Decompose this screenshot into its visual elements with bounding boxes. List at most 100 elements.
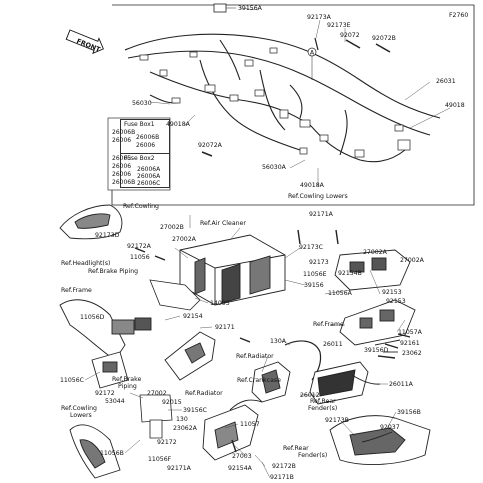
part-number-label: 39156 [304,282,324,289]
air-cleaner-assembly [179,234,286,306]
part-number-label: Fender(s) [298,452,328,459]
part-number-label: 92072 [340,32,360,39]
part-number-label: 11056 [130,254,150,261]
part-number-label: 130A [270,338,287,345]
part-number-label: 53044 [105,398,125,405]
right-relay-assembly [334,249,411,291]
fuse-box-1-title: Fuse Box1 [124,121,155,128]
part-number-label: 27002B [160,224,184,231]
battery-26012 [309,361,369,405]
reference-label: Ref.Cowling [61,405,97,412]
reference-label: Ref.Radiator [236,353,274,360]
part-number-label: 23062A [173,425,197,432]
part-number-label: 26012 [300,392,320,399]
left-frame-part [59,299,152,361]
part-number-label: 92171A [167,465,191,472]
part-number-label: 92037 [380,424,400,431]
part-number-label: 92153 [382,289,402,296]
rear-fender-part [329,415,431,466]
top-connector [213,3,227,13]
part-number-label: 11056C [60,377,85,384]
part-number-label: 92173C [299,244,324,251]
reference-label: Ref.Crankcase [237,377,281,384]
part-number-label: 92171A [309,211,333,218]
bracket-14093 [149,279,201,311]
fuse-box-1-line: 26006 [136,142,156,149]
part-number-label: 11057A [398,329,422,336]
leader-lines [149,7,451,228]
part-number-label: 92172A [127,243,151,250]
part-number-label: 92161 [400,340,420,347]
part-number-label: Lowers [70,412,92,419]
radiator-bracket [202,404,259,461]
reference-label: Ref.Rear [283,445,309,452]
part-number-label: 49018A [166,121,190,128]
reference-label: Ref.Radiator [185,390,223,397]
part-number-label: 11056A [328,290,352,297]
part-number-label: 92015 [162,399,182,406]
small-clamp [139,394,173,439]
part-number-label: 23062 [402,350,422,357]
lower-bolts [134,229,411,453]
upper-cowling-part [59,204,123,240]
part-number-label: Fender(s) [308,405,338,412]
part-number-label: 92153 [386,298,406,305]
part-number-label: 92172 [95,390,115,397]
fuse-box-1-line: 26006B [112,129,136,136]
part-number-label: 11056B [100,450,124,457]
fuse-box-2-line: 26006A [137,173,161,180]
part-number-label: 11056D [80,314,105,321]
part-number-label: 92072B [372,35,396,42]
part-number-label: 56030A [262,164,286,171]
part-number-label: 92154A [228,465,252,472]
part-number-label: 92154B [338,270,362,277]
part-number-label: 14093 [210,300,230,307]
reference-label: Ref.Headlight(s) [61,260,111,267]
part-number-label: 11057 [240,421,260,428]
part-number-label: 27002A [400,257,424,264]
part-number-label: 49018A [300,182,324,189]
reference-label: Ref.Cowling Lowers [288,193,348,200]
reference-label: Ref.Frame [61,287,92,294]
middle-bracket [164,331,216,381]
part-number-label: 39156D [364,347,389,354]
fuse-box-2-line: 26006 [112,163,132,170]
lower-wires [229,339,401,443]
part-number-label: 92173B [325,417,349,424]
right-lower-assembly [339,299,416,346]
reference-label: Ref.Air Cleaner [200,220,246,227]
part-number-label: 11056E [303,271,327,278]
part-number-label: 92171B [270,474,294,481]
part-number-label: 92172 [157,439,177,446]
svg-text:A: A [310,50,315,57]
fuse-box-2-line: 26006B [112,179,136,186]
fuse-box-1-line: 26006 [112,137,132,144]
fuse-box-2-line: 26006 [112,171,132,178]
part-number-label: 39156C [183,407,208,414]
reference-label: Ref.Brake Piping [88,268,139,275]
crankcase-sensor [251,361,291,403]
left-lower-bracket [91,351,129,389]
part-number-label: 39156A [238,5,262,12]
part-number-label: 56030 [132,100,152,107]
fuse-box-2: Fuse Box2 [120,153,170,188]
part-number-label: 92173D [95,232,120,239]
part-number-label: 92171 [215,324,235,331]
fuse-box-2-line: 26006A [137,166,161,173]
part-number-label: 27002 [147,390,167,397]
part-number-label: 27002A [172,236,196,243]
harness-connectors [139,47,411,158]
fuse-box-1-line: 26006B [136,134,160,141]
reference-label: Ref.Frame [313,321,344,328]
part-number-label: 92173A [307,14,331,21]
part-number-label: 27003 [232,453,252,460]
part-number-label: 92173E [327,22,351,29]
part-number-label: Piping [118,383,137,390]
part-number-label: 92154 [183,313,203,320]
front-arrow-icon [65,29,104,55]
part-number-label: 26011 [323,341,343,348]
part-number-label: 130 [176,416,188,423]
part-number-label: 11056F [148,456,172,463]
